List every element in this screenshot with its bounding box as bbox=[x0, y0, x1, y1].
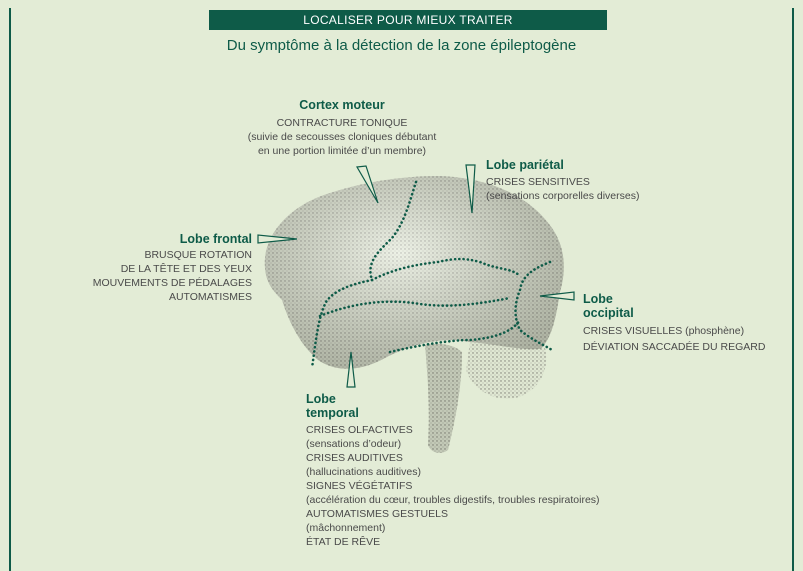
symptom-line: CRISES OLFACTIVES bbox=[306, 424, 413, 436]
region-lobe-temporal: Lobe temporal CRISES OLFACTIVES (sensati… bbox=[306, 392, 600, 549]
region-lobe-occipital: Lobe occipital CRISES VISUELLES (phosphè… bbox=[583, 292, 765, 354]
parietal-boundary bbox=[370, 257, 522, 282]
symptom-line: DE LA TÊTE ET DES YEUX bbox=[120, 263, 252, 275]
symptom-line: MOUVEMENTS DE PÉDALAGES bbox=[92, 277, 252, 289]
symptom-line: (mâchonnement) bbox=[306, 522, 386, 534]
region-lobe-parietal: Lobe pariétal CRISES SENSITIVES (sensati… bbox=[486, 158, 639, 203]
panel-frame bbox=[9, 8, 794, 571]
region-title-line2: occipital bbox=[583, 306, 634, 320]
moteur-pointer-icon bbox=[356, 165, 379, 204]
symptom-line: BRUSQUE ROTATION bbox=[144, 249, 252, 261]
occipital-pointer-icon bbox=[539, 291, 575, 301]
region-title-line1: Lobe bbox=[306, 392, 336, 406]
symptom-line: (accélération du cœur, troubles digestif… bbox=[306, 494, 600, 506]
region-title: Lobe frontal bbox=[179, 232, 252, 246]
symptom-line: AUTOMATISMES GESTUELS bbox=[306, 508, 448, 520]
symptom-line: en une portion limitée d’un membre) bbox=[257, 145, 427, 157]
region-title: Cortex moteur bbox=[299, 98, 385, 112]
central-sulcus-line bbox=[369, 180, 418, 282]
symptom-line: CRISES VISUELLES (phosphène) bbox=[583, 325, 745, 337]
region-title: Lobe pariétal bbox=[486, 158, 564, 172]
symptom-line: AUTOMATISMES bbox=[168, 291, 252, 303]
frontal-temporal-boundary bbox=[310, 278, 374, 370]
region-title-line2: temporal bbox=[306, 406, 359, 420]
symptom-line: SIGNES VÉGÉTATIFS bbox=[306, 480, 413, 492]
brainstem-shape bbox=[425, 343, 462, 453]
region-lobe-frontal: Lobe frontal BRUSQUE ROTATION DE LA TÊTE… bbox=[40, 232, 252, 304]
symptom-line: ÉTAT DE RÊVE bbox=[306, 536, 381, 548]
temporal-pointer-icon bbox=[346, 351, 356, 388]
symptom-line: (suivie de secousses cloniques débutant bbox=[247, 131, 437, 143]
symptom-line: (sensations corporelles diverses) bbox=[486, 190, 640, 202]
region-title-line1: Lobe bbox=[583, 292, 613, 306]
symptom-line: CRISES AUDITIVES bbox=[306, 452, 403, 464]
occipital-boundary bbox=[514, 260, 554, 352]
page-subtitle: Du symptôme à la détection de la zone ép… bbox=[226, 37, 577, 54]
frontal-pointer-icon bbox=[257, 234, 298, 244]
symptom-line: DÉVIATION SACCADÉE DU REGARD bbox=[583, 341, 766, 353]
symptom-line: (hallucinations auditives) bbox=[306, 466, 421, 478]
banner-title: LOCALISER POUR MIEUX TRAITER bbox=[209, 10, 607, 30]
parietal-pointer-icon bbox=[465, 164, 476, 214]
region-cortex-moteur: Cortex moteur CONTRACTURE TONIQUE (suivi… bbox=[197, 98, 487, 158]
symptom-line: CONTRACTURE TONIQUE bbox=[276, 117, 408, 129]
sylvian-fissure-line bbox=[388, 318, 522, 354]
sylvian-upper-line bbox=[318, 296, 512, 318]
symptom-line: (sensations d’odeur) bbox=[306, 438, 402, 450]
symptom-line: CRISES SENSITIVES bbox=[486, 176, 590, 188]
cerebellum-shape bbox=[466, 342, 547, 399]
